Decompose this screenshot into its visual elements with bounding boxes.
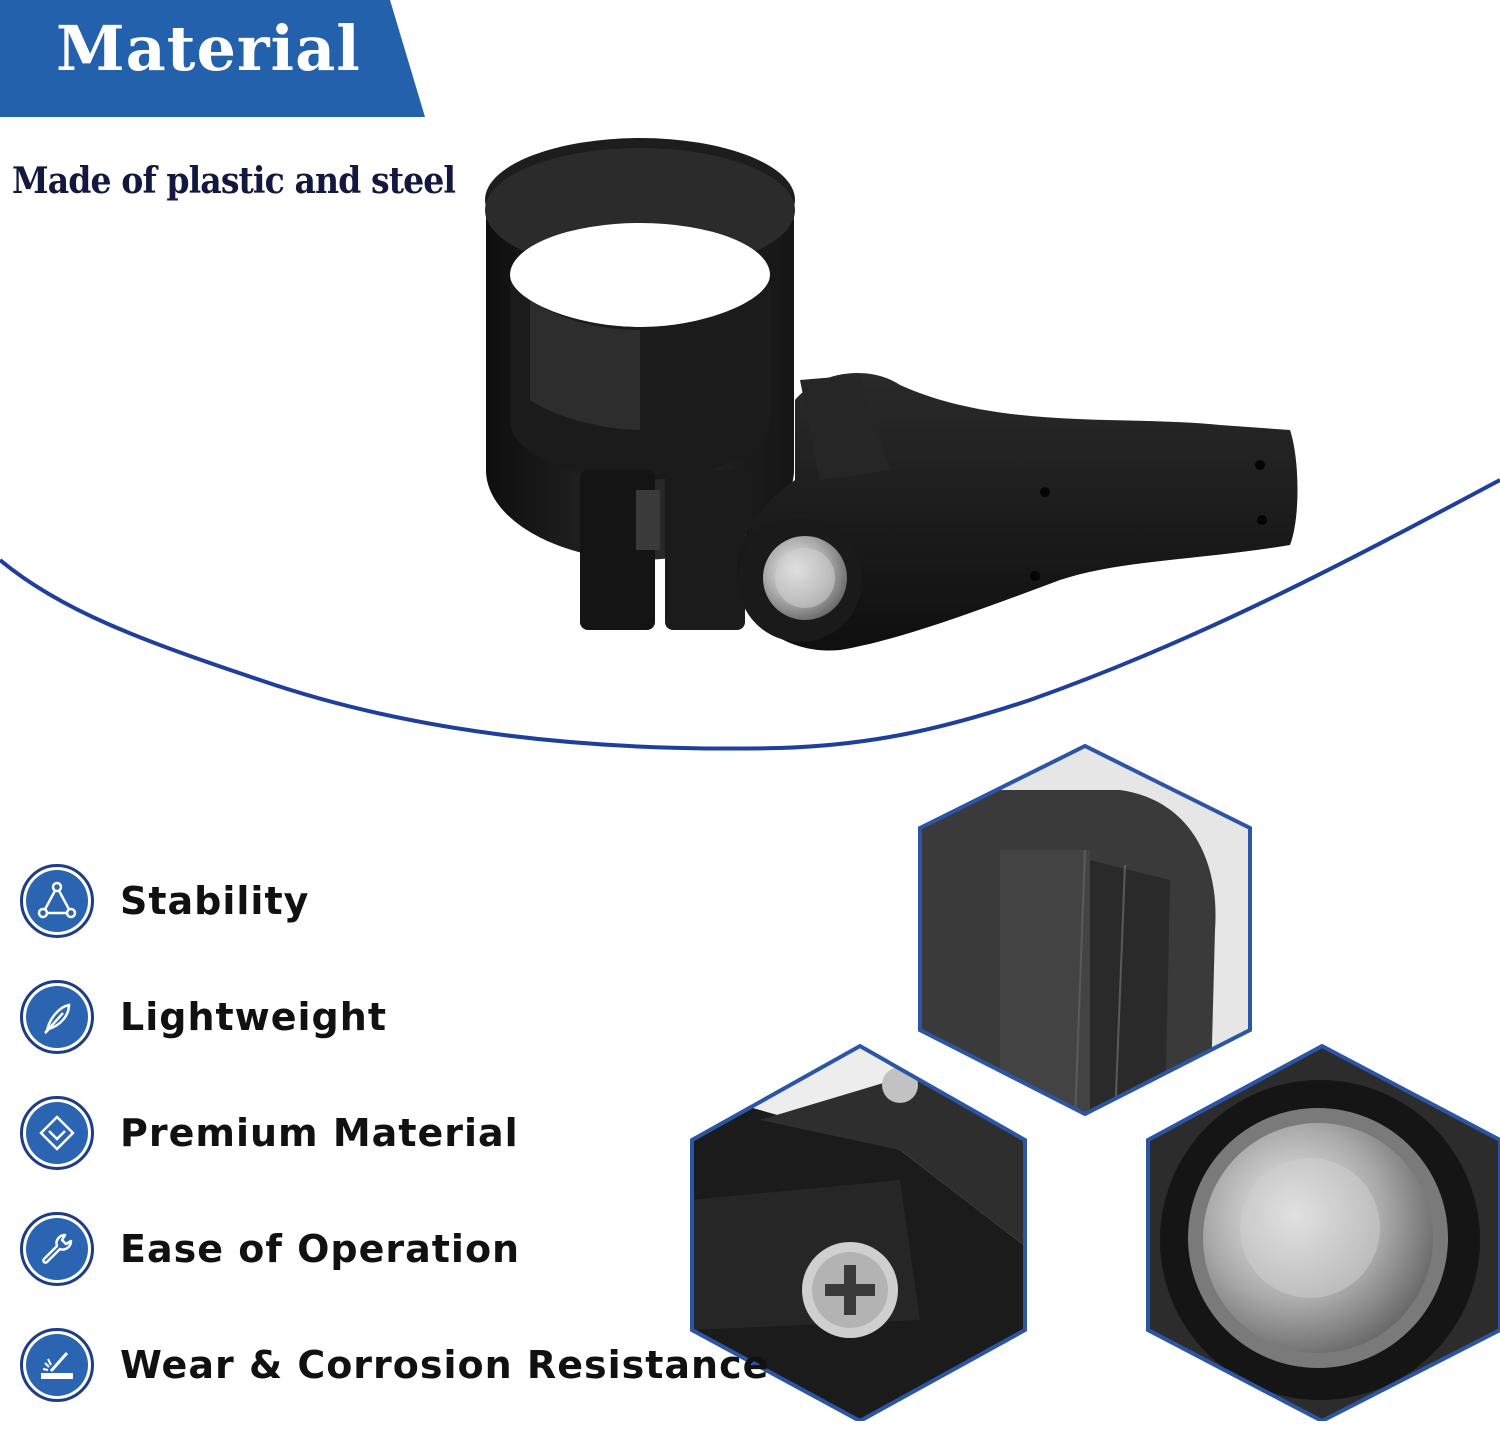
grinding-sparks-icon	[20, 1328, 94, 1402]
banner-title: Material	[56, 12, 361, 85]
main-product-photo	[485, 138, 1298, 651]
detail-hexagon-hinge-screw	[690, 1043, 1027, 1421]
material-subtitle: Made of plastic and steel	[12, 160, 456, 202]
wrench-icon	[20, 1212, 94, 1286]
feature-item-premium-material: Premium Material	[20, 1094, 740, 1172]
feature-item-ease-of-operation: Ease of Operation	[20, 1210, 740, 1288]
detail-hexagon-lever-tip	[918, 743, 1252, 1117]
feature-label: Premium Material	[120, 1111, 519, 1155]
diamond-icon	[20, 1096, 94, 1170]
triangle-nodes-icon	[20, 864, 94, 938]
header-banner	[0, 0, 425, 117]
feature-item-stability: Stability	[20, 862, 740, 940]
detail-hexagon-steel-pin	[1146, 1043, 1500, 1421]
feature-item-wear-corrosion-resistance: Wear & Corrosion Resistance	[20, 1326, 768, 1404]
feature-list: Stability Lightweight	[20, 862, 768, 1442]
feature-label: Ease of Operation	[120, 1227, 521, 1271]
feature-item-lightweight: Lightweight	[20, 978, 740, 1056]
feature-label: Stability	[120, 879, 310, 923]
feather-icon	[20, 980, 94, 1054]
feature-label: Lightweight	[120, 995, 387, 1039]
decorative-curve	[0, 478, 1500, 751]
feature-label: Wear & Corrosion Resistance	[120, 1343, 770, 1387]
